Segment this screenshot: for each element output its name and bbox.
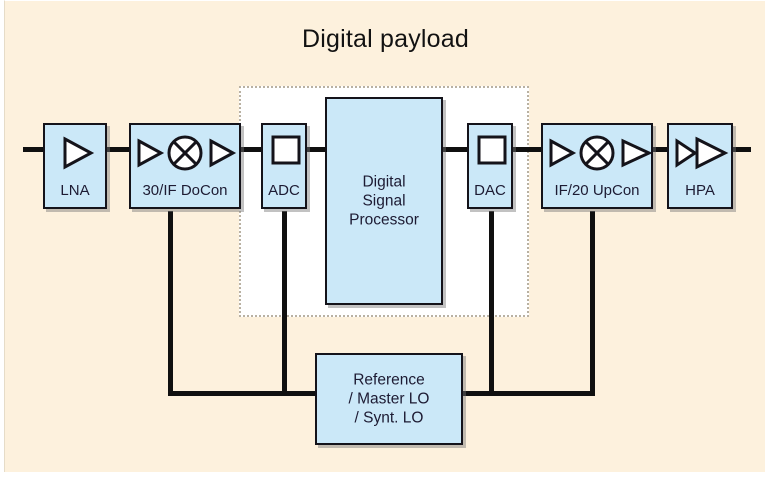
block-label-hpa: HPA bbox=[685, 182, 715, 199]
wire-docon-lo-drop bbox=[168, 211, 173, 395]
wire-upcon-to-hpa bbox=[650, 147, 676, 152]
wire-adc-to-dsp bbox=[304, 147, 328, 152]
wire-hpa-to-output bbox=[727, 147, 751, 152]
dsp-label-line-2: Signal bbox=[362, 192, 406, 210]
wire-input-to-lna bbox=[23, 147, 47, 152]
wire-dsp-to-dac bbox=[443, 147, 467, 152]
wire-dac-clock-drop bbox=[489, 211, 494, 395]
block-label-dsp: Digital Signal Processor bbox=[327, 173, 441, 230]
block-label-lna: LNA bbox=[60, 182, 90, 199]
block-reference-lo[interactable]: Reference / Master LO / Synt. LO bbox=[315, 353, 463, 445]
amplifier-icon bbox=[207, 133, 237, 173]
amplifier-icon bbox=[547, 133, 577, 173]
wire-docon-to-adc bbox=[239, 147, 265, 152]
reference-label-line-1: Reference bbox=[353, 371, 425, 389]
wire-dac-to-upcon bbox=[511, 147, 545, 152]
wire-lna-to-docon bbox=[105, 147, 131, 152]
amplifier-icon bbox=[57, 133, 97, 173]
diagram-canvas: Digital payload bbox=[4, 0, 765, 472]
mixer-icon bbox=[575, 131, 619, 175]
block-lna[interactable]: LNA bbox=[43, 123, 107, 209]
wire-lo-bus-right bbox=[457, 391, 595, 396]
amplifier-icon bbox=[673, 133, 697, 173]
amplifier-icon bbox=[693, 131, 729, 175]
block-label-upcon: IF/20 UpCon bbox=[554, 182, 640, 199]
wire-adc-clock-drop bbox=[282, 211, 287, 395]
amplifier-icon bbox=[619, 133, 653, 173]
block-label-docon: 30/IF DoCon bbox=[142, 182, 228, 199]
square-icon bbox=[477, 135, 507, 165]
block-label-dac: DAC bbox=[474, 182, 506, 199]
block-label-adc: ADC bbox=[268, 182, 300, 199]
square-icon bbox=[271, 135, 301, 165]
dsp-label-line-3: Processor bbox=[349, 211, 419, 229]
reference-label-line-2: / Master LO bbox=[348, 390, 430, 408]
mixer-icon bbox=[163, 131, 207, 175]
reference-label-line-3: / Synt. LO bbox=[354, 409, 424, 427]
block-hpa[interactable]: HPA bbox=[667, 123, 733, 209]
block-adc[interactable]: ADC bbox=[261, 123, 307, 209]
block-label-reference-lo: Reference / Master LO / Synt. LO bbox=[317, 371, 461, 428]
amplifier-icon bbox=[135, 133, 165, 173]
block-dsp[interactable]: Digital Signal Processor bbox=[325, 97, 443, 305]
wire-upcon-lo-drop bbox=[590, 211, 595, 395]
block-docon[interactable]: 30/IF DoCon bbox=[129, 123, 241, 209]
block-upcon[interactable]: IF/20 UpCon bbox=[541, 123, 653, 209]
dsp-label-line-1: Digital bbox=[362, 173, 406, 191]
block-dac[interactable]: DAC bbox=[467, 123, 513, 209]
wire-lo-bus-left bbox=[168, 391, 320, 396]
page-title: Digital payload bbox=[302, 25, 469, 53]
